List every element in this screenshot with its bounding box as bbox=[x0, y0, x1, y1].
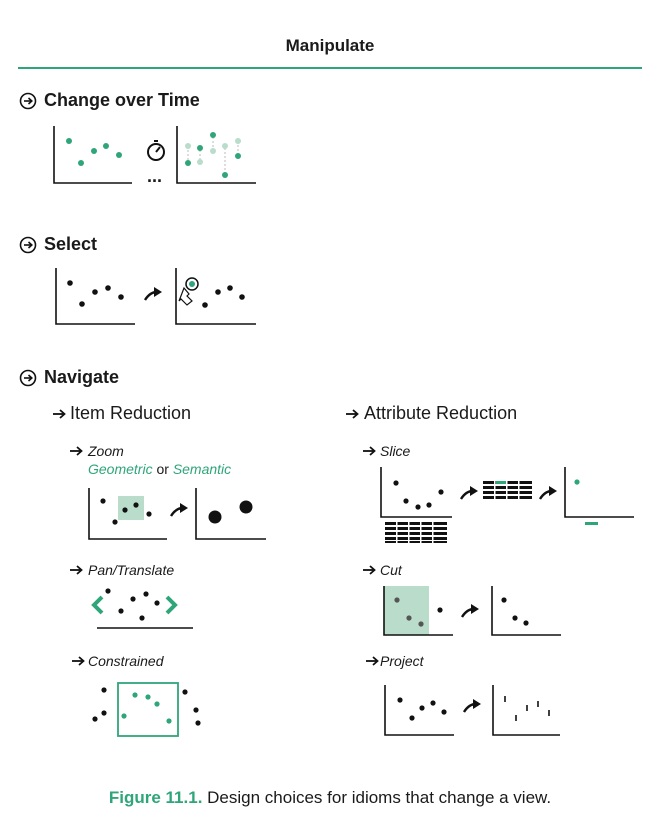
select-heading: Select bbox=[44, 234, 98, 254]
figure-caption: Figure 11.1. Design choices for idioms t… bbox=[0, 788, 660, 808]
cut-arrow-icon bbox=[362, 565, 376, 575]
change-over-time-before-plot bbox=[53, 126, 132, 184]
cut-label: Cut bbox=[380, 562, 402, 578]
slice-data-cube bbox=[385, 520, 447, 544]
zoom-label: Zoom bbox=[88, 443, 124, 459]
select-before-plot bbox=[55, 268, 135, 325]
select-arrow-icon bbox=[19, 236, 37, 254]
project-arrow-icon bbox=[365, 656, 379, 666]
constrained-plot bbox=[92, 682, 201, 737]
select-after-plot bbox=[175, 268, 256, 325]
slice-curve-arrow-icon-2 bbox=[538, 484, 559, 501]
project-after-plot bbox=[492, 685, 560, 736]
title-divider bbox=[18, 67, 642, 69]
slice-before-plot bbox=[380, 467, 452, 518]
cut-curve-arrow-icon bbox=[460, 602, 481, 619]
pan-arrow-icon bbox=[69, 565, 83, 575]
caption-label: Figure 11.1. bbox=[108, 788, 203, 807]
slice-arrow-icon bbox=[362, 446, 376, 456]
project-before-plot bbox=[384, 685, 454, 736]
change-over-time-heading: Change over Time bbox=[44, 90, 200, 110]
ellipsis: ... bbox=[147, 166, 163, 186]
change-over-time-arrow-icon bbox=[19, 92, 37, 110]
zoom-curve-arrow-icon bbox=[169, 501, 190, 518]
zoom-subtitle: Geometric or Semantic bbox=[88, 461, 231, 477]
attribute-reduction-arrow-icon bbox=[345, 409, 359, 419]
cut-after-plot bbox=[491, 586, 561, 636]
project-curve-arrow-icon bbox=[462, 697, 483, 714]
slice-sliced-cube bbox=[483, 479, 532, 501]
pointer-hand-icon bbox=[178, 286, 193, 306]
item-reduction-heading: Item Reduction bbox=[70, 403, 192, 423]
project-label: Project bbox=[380, 653, 424, 669]
geometric-label: Geometric bbox=[88, 461, 153, 477]
stopwatch-icon bbox=[147, 140, 165, 161]
select-curve-arrow-icon bbox=[143, 285, 164, 302]
semantic-label: Semantic bbox=[172, 461, 232, 477]
caption-text: Design choices for idioms that change a … bbox=[202, 788, 552, 807]
pan-right-chevron-icon bbox=[165, 595, 178, 615]
zoom-after-plot bbox=[195, 488, 266, 540]
or-label: or bbox=[156, 461, 169, 477]
page-title: Manipulate bbox=[285, 36, 375, 55]
slice-after-plot bbox=[564, 467, 634, 525]
pan-left-chevron-icon bbox=[91, 595, 104, 615]
change-over-time-after-plot bbox=[176, 126, 256, 184]
item-reduction-arrow-icon bbox=[52, 409, 66, 419]
constrained-label: Constrained bbox=[88, 653, 164, 669]
pan-plot bbox=[97, 588, 193, 629]
pan-label: Pan/Translate bbox=[88, 562, 175, 578]
constrained-arrow-icon bbox=[71, 656, 85, 666]
zoom-before-plot bbox=[88, 488, 167, 540]
zoom-arrow-icon bbox=[69, 446, 83, 456]
slice-label: Slice bbox=[380, 443, 411, 459]
attribute-reduction-heading: Attribute Reduction bbox=[364, 403, 518, 423]
navigate-heading: Navigate bbox=[44, 367, 120, 387]
slice-curve-arrow-icon-1 bbox=[459, 484, 480, 501]
cut-before-plot bbox=[383, 586, 453, 636]
navigate-arrow-icon bbox=[19, 369, 37, 387]
